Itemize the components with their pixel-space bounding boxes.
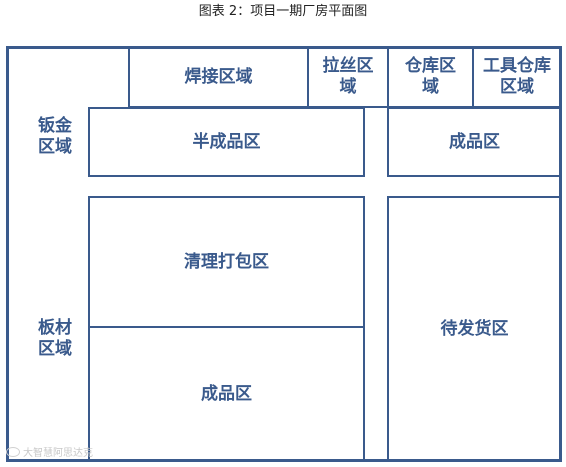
zone-finished-top: 成品区 bbox=[387, 107, 562, 177]
zone-welding: 焊接区域 bbox=[128, 46, 309, 108]
watermark-text: 大智慧阿思达克 bbox=[23, 448, 93, 459]
zone-warehouse: 仓库区 域 bbox=[387, 46, 474, 108]
zone-tool-warehouse-label: 工具仓库 区域 bbox=[483, 56, 551, 97]
zone-sheet-metal-label: 钣金 区域 bbox=[38, 116, 72, 157]
zone-finished-top-label: 成品区 bbox=[449, 131, 500, 152]
watermark-logo-icon bbox=[6, 446, 20, 457]
zone-drawing: 拉丝区 域 bbox=[307, 46, 389, 108]
zone-pending-shipment-label: 待发货区 bbox=[440, 318, 509, 339]
zone-semi-finished-label: 半成品区 bbox=[192, 131, 261, 152]
zone-cleaning-packing-label: 清理打包区 bbox=[184, 251, 269, 272]
zone-cleaning-packing: 清理打包区 bbox=[88, 196, 365, 328]
zone-warehouse-label: 仓库区 域 bbox=[405, 56, 456, 97]
figure-caption: 图表 2：项目一期厂房平面图 bbox=[198, 4, 368, 19]
zone-finished-bottom: 成品区 bbox=[88, 326, 365, 462]
zone-tool-warehouse: 工具仓库 区域 bbox=[472, 46, 562, 108]
zone-welding-label: 焊接区域 bbox=[184, 66, 253, 87]
watermark: 大智慧阿思达克 bbox=[6, 444, 93, 459]
zone-finished-bottom-label: 成品区 bbox=[201, 383, 252, 404]
zone-plate-material-label: 板材 区域 bbox=[38, 318, 72, 359]
zone-pending-shipment: 待发货区 bbox=[387, 196, 562, 462]
zone-semi-finished: 半成品区 bbox=[88, 107, 365, 177]
zone-drawing-label: 拉丝区 域 bbox=[322, 56, 374, 97]
